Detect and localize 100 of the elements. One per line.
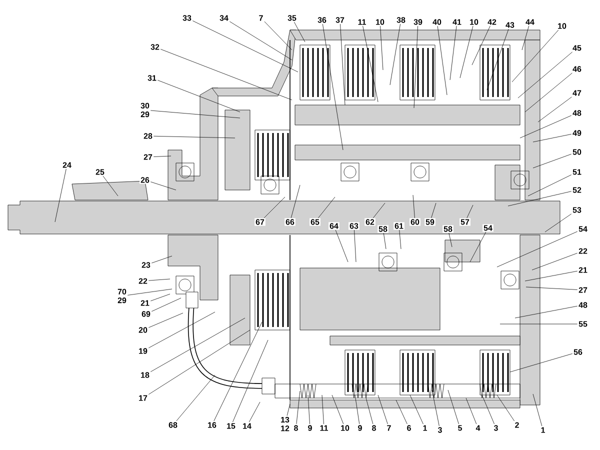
leader-line [518,52,572,98]
leader-line [264,21,292,50]
leader-line [508,191,572,206]
leader-line [514,306,578,318]
callout-number: 51 [572,168,582,176]
callout-number: 37 [334,16,346,24]
callout-number: 35 [286,14,298,22]
leader-line [151,256,172,264]
leader-line [380,26,384,70]
callout-number: 24 [62,161,72,169]
callout-number: 57 [460,218,470,226]
leader-line [148,330,250,395]
leader-line [332,394,344,424]
leader-line [354,230,356,262]
callout-number: 17 [138,394,148,402]
callout-number: 64 [328,222,340,230]
leader-line [232,340,268,422]
callout-number: 31 [146,74,158,82]
callout-number: 49 [572,129,582,137]
leader-line [290,184,300,218]
leader-line [470,232,486,262]
callout-number: 47 [572,89,582,97]
callout-number: 50 [572,148,582,156]
callout-number: 6 [406,424,412,432]
leader-line [460,26,474,78]
callout-number: 61 [394,222,404,230]
leader-line [322,394,324,424]
leader-line [160,48,292,100]
leader-line [520,115,572,138]
leader-line [532,134,572,142]
leader-line [410,394,424,424]
leader-line [431,202,436,218]
leader-line [335,230,348,262]
leader-line [496,394,515,422]
leader-line [482,394,494,424]
callout-number: 55 [578,320,588,328]
leader-line [522,26,530,50]
callout-number: 10 [556,22,568,30]
callout-number: 45 [572,44,582,52]
callout-number: 18 [140,371,150,379]
callout-number: 3 [436,426,444,434]
callout-number: 8 [292,424,300,432]
leader-line [512,30,559,82]
callout-number: 14 [242,422,252,430]
callout-number: 56 [572,348,584,356]
callout-number: 58 [378,225,388,233]
callout-number: 33 [182,14,192,22]
leader-line [157,80,240,112]
callout-number: 62 [364,218,376,226]
callout-number: 27 [142,153,154,161]
leader-line [54,168,66,222]
leader-line [153,156,172,157]
callout-number: 28 [142,132,154,140]
callout-number: 11 [318,424,330,432]
callout-number: 7 [258,14,264,22]
leader-line [286,404,290,416]
leader-line [372,202,386,218]
leader-line [176,374,216,422]
callout-number: 43 [504,21,516,29]
leader-line [532,394,542,426]
leader-line [532,252,578,270]
callout-number: 36 [316,16,328,24]
leader-line [510,353,573,372]
leader-line [472,26,490,66]
leader-line [150,110,240,118]
leader-line [432,390,440,426]
leader-line [151,298,182,312]
leader-line [127,288,172,296]
callout-number: 69 [140,310,152,318]
leader-line [340,24,346,106]
leader-line [538,96,572,122]
callout-number: 65 [310,218,320,226]
callout-number: 53 [572,206,582,214]
leader-line [214,322,262,422]
callout-number: 2 [514,421,520,429]
leader-line [448,232,452,248]
callout-number: 32 [150,43,160,51]
leader-line [383,232,386,250]
callout-number: 68 [168,421,178,429]
callout-number: 41 [452,18,462,26]
callout-number: 34 [218,14,230,22]
callout-number: 3 [492,424,500,432]
leader-line [528,174,572,196]
callout-number: 48 [572,109,582,117]
callout-number: 39 [412,18,424,26]
callout-number: 58 [442,225,454,233]
callout-number: 11 [356,18,368,26]
callout-number: 16 [206,421,218,429]
callout-number: 8 [370,424,378,432]
leader-line [399,230,402,250]
leader-line [414,26,418,108]
leader-line [148,312,184,328]
leader-line [526,286,578,290]
callout-number: 10 [340,424,350,432]
leader-line [378,394,388,424]
callout-number: 21 [578,266,588,274]
callout-number: 59 [424,218,436,226]
leader-line [466,204,474,218]
callout-number: 23 [140,261,152,269]
leader-line [192,20,298,72]
